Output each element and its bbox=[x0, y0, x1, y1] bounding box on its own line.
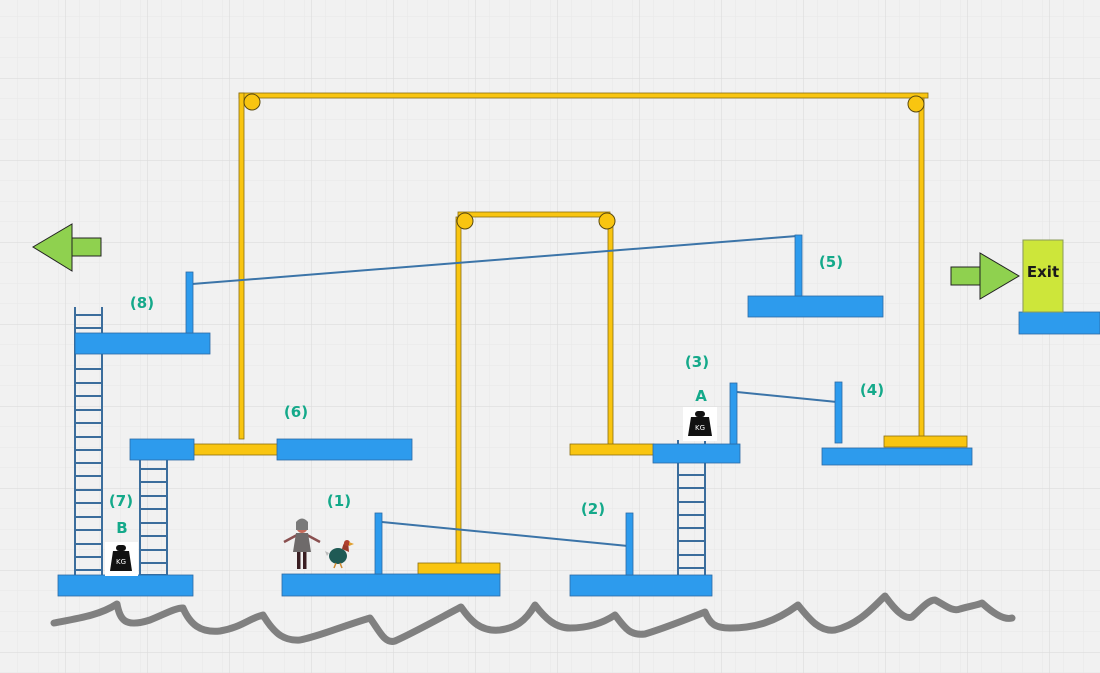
label-3: (3) bbox=[685, 353, 709, 371]
arrow-right-icon[interactable] bbox=[950, 252, 1020, 300]
platform-7[interactable] bbox=[57, 574, 194, 597]
dodo-bird-icon[interactable] bbox=[325, 540, 354, 569]
label-5: (5) bbox=[819, 253, 843, 271]
elevator-pad-6[interactable] bbox=[193, 443, 279, 456]
ladder-left-tall[interactable] bbox=[74, 307, 103, 575]
pulley-wheel-icon bbox=[598, 212, 616, 230]
label-6: (6) bbox=[284, 403, 308, 421]
label-1: (1) bbox=[327, 492, 351, 510]
platform-1[interactable] bbox=[281, 573, 501, 597]
lever-5[interactable] bbox=[794, 234, 803, 297]
lever-wires bbox=[191, 235, 838, 547]
platform-8[interactable] bbox=[74, 332, 211, 355]
lever-8[interactable] bbox=[185, 271, 194, 334]
platform-3[interactable] bbox=[652, 443, 741, 464]
kettlebell-weight-icon bbox=[688, 411, 712, 436]
platform-2[interactable] bbox=[569, 574, 713, 597]
label-7: (7) bbox=[109, 492, 133, 510]
label-weight-a: A bbox=[695, 387, 707, 405]
label-4: (4) bbox=[860, 381, 884, 399]
svg-text:KG: KG bbox=[116, 558, 126, 566]
lever-2[interactable] bbox=[625, 512, 634, 576]
exit-door[interactable]: Exit bbox=[1022, 239, 1064, 313]
lever-3[interactable] bbox=[729, 382, 738, 445]
exit-label: Exit bbox=[1027, 263, 1059, 281]
weight-a[interactable]: KG bbox=[683, 407, 717, 441]
platform-4[interactable] bbox=[821, 447, 973, 466]
platform-6-left[interactable] bbox=[129, 438, 195, 461]
label-2: (2) bbox=[581, 500, 605, 518]
elevator-pad-1[interactable] bbox=[417, 562, 501, 575]
girl-character-icon[interactable] bbox=[283, 518, 321, 570]
label-weight-b: B bbox=[116, 519, 127, 537]
platform-exit[interactable] bbox=[1018, 311, 1100, 335]
elevator-pad-4[interactable] bbox=[883, 435, 968, 448]
label-8: (8) bbox=[130, 294, 154, 312]
platform-6[interactable] bbox=[276, 438, 413, 461]
pulley-wheel-icon bbox=[456, 212, 474, 230]
kettlebell-weight-icon bbox=[110, 545, 132, 571]
pulley-wheel-icon bbox=[907, 95, 925, 113]
svg-text:KG: KG bbox=[695, 424, 705, 432]
lever-4[interactable] bbox=[834, 381, 843, 444]
weight-b[interactable]: KG bbox=[105, 542, 138, 576]
ground-wave bbox=[50, 592, 1016, 645]
pulley-wheel-icon bbox=[243, 93, 261, 111]
lever-1[interactable] bbox=[374, 512, 383, 575]
arrow-left-icon[interactable] bbox=[32, 223, 102, 272]
elevator-pad-3[interactable] bbox=[569, 443, 655, 456]
platform-5[interactable] bbox=[747, 295, 884, 318]
